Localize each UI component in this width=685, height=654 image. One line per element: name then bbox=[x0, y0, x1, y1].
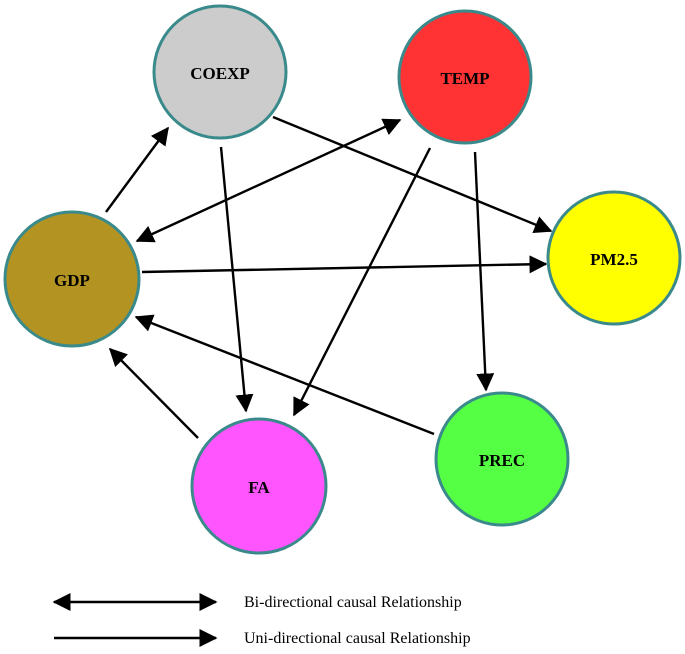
edge-prec-to-gdp bbox=[134, 314, 435, 436]
node-prec-circle bbox=[434, 391, 570, 527]
edge-temp-to-prec bbox=[473, 151, 495, 392]
node-pm25-label: PM2.5 bbox=[590, 250, 638, 269]
node-temp-label: TEMP bbox=[440, 69, 489, 88]
legend-bidirectional-label: Bi-directional causal Relationship bbox=[244, 594, 462, 611]
node-pm25: PM2.5 bbox=[546, 190, 682, 326]
edge-gdp-to-coexp bbox=[105, 126, 169, 213]
node-prec: PREC bbox=[434, 391, 570, 527]
edge-coexp-to-pm25 bbox=[272, 115, 553, 234]
edge-temp-gdp-bidirectional bbox=[135, 118, 402, 243]
edge-layer bbox=[105, 115, 553, 439]
edge-coexp-to-fa bbox=[219, 146, 254, 413]
node-temp: TEMP bbox=[397, 9, 533, 145]
node-gdp-label: GDP bbox=[54, 271, 90, 290]
node-coexp-circle bbox=[152, 4, 288, 140]
edge-fa-to-gdp bbox=[108, 347, 199, 439]
legend: Bi-directional causal Relationship Uni-d… bbox=[52, 593, 471, 647]
edge-temp-to-fa bbox=[292, 147, 432, 417]
node-temp-circle bbox=[397, 9, 533, 145]
node-pm25-circle bbox=[546, 190, 682, 326]
node-gdp: GDP bbox=[3, 210, 141, 348]
legend-unidirectional-label: Uni-directional causal Relationship bbox=[244, 630, 471, 647]
node-coexp-label: COEXP bbox=[190, 64, 250, 83]
node-prec-label: PREC bbox=[479, 451, 525, 470]
node-fa: FA bbox=[190, 417, 328, 555]
node-coexp: COEXP bbox=[152, 4, 288, 140]
node-fa-circle bbox=[190, 417, 328, 555]
edge-gdp-to-pm25 bbox=[141, 255, 548, 274]
node-fa-label: FA bbox=[248, 478, 270, 497]
node-gdp-circle bbox=[3, 210, 141, 348]
